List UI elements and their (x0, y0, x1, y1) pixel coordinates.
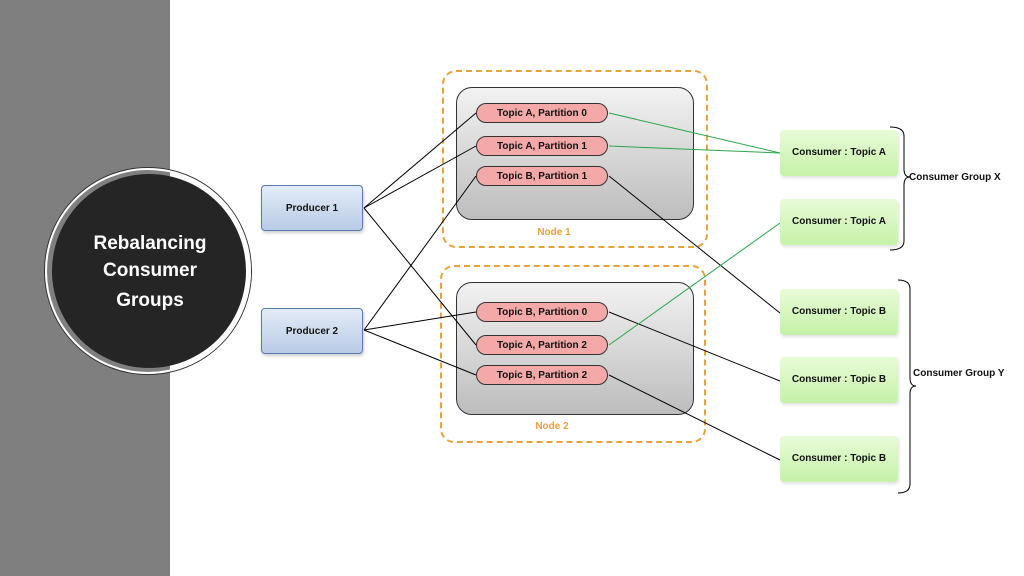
link-p1-a0 (363, 112, 477, 209)
link-a2-cons2 (608, 222, 781, 346)
producer-2-box: Producer 2 (261, 308, 363, 354)
consumer-box: Consumer : Topic B (780, 357, 898, 403)
title-circle (52, 174, 246, 368)
partition-pill: Topic B, Partition 2 (476, 365, 608, 385)
consumer-box: Consumer : Topic A (780, 130, 898, 176)
link-p1-a2 (363, 207, 477, 346)
title-circle-ring (45, 168, 251, 374)
link-p2-b0 (363, 311, 477, 331)
link-a1-cons1 (608, 145, 781, 154)
title-line-3: Groups (116, 290, 184, 311)
link-p2-b2 (363, 329, 477, 376)
link-b1-cons3 (608, 175, 781, 314)
producer-1-box: Producer 1 (261, 185, 363, 231)
consumer-group-x-label: Consumer Group X (909, 172, 1001, 183)
link-b2-cons5 (608, 374, 781, 461)
link-p1-a1 (363, 145, 477, 209)
partition-pill: Topic A, Partition 2 (476, 335, 608, 355)
node-1-group (442, 70, 708, 248)
consumer-box: Consumer : Topic A (780, 199, 898, 245)
partition-pill: Topic A, Partition 0 (476, 103, 608, 123)
node-1-label: Node 1 (537, 227, 571, 238)
consumer-group-y-label: Consumer Group Y (913, 368, 1005, 379)
consumer-box: Consumer : Topic B (780, 436, 898, 482)
node-2-group (440, 265, 706, 443)
link-p2-b1 (363, 175, 477, 331)
partition-pill: Topic B, Partition 1 (476, 166, 608, 186)
link-a0-cons1 (608, 112, 781, 154)
group-x-bracket (889, 126, 911, 251)
consumer-box: Consumer : Topic B (780, 289, 898, 335)
partition-pill: Topic B, Partition 0 (476, 302, 608, 322)
title-line-2: Consumer (103, 260, 197, 281)
node-2-label: Node 2 (535, 421, 569, 432)
partition-pill: Topic A, Partition 1 (476, 136, 608, 156)
title-line-1: Rebalancing (93, 233, 207, 254)
link-b0-cons4 (608, 311, 781, 382)
group-y-bracket (897, 279, 917, 494)
slide-title: Rebalancing Consumer Groups (52, 230, 248, 314)
